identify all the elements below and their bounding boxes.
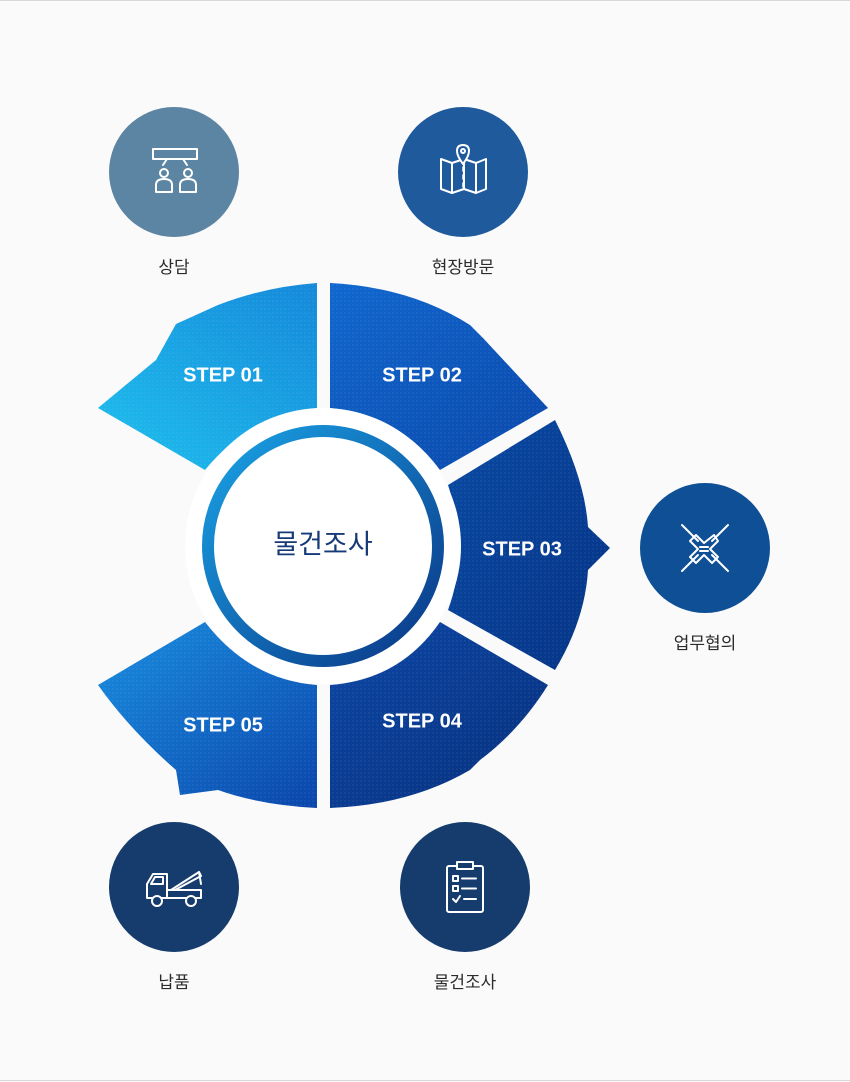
top-border [0,0,850,1]
step03-label: STEP 03 [482,538,562,560]
center-disc [185,408,461,684]
handshake-icon [681,524,729,572]
step01-label: STEP 01 [183,364,263,386]
step04-caption: 물건조사 [433,973,497,993]
checklist-icon [446,861,484,913]
step02-label: STEP 02 [382,364,462,386]
step02-caption: 현장방문 [431,258,495,278]
step05-node [109,822,239,952]
step03-node [640,483,770,613]
step04-node [400,822,530,952]
bottom-border [0,1080,850,1081]
step03-caption: 업무협의 [673,634,737,654]
map-pin-icon [440,144,487,194]
center-title: 물건조사 [273,530,373,561]
tow-truck-icon [146,871,202,907]
step04-label: STEP 04 [382,710,463,732]
step05-label: STEP 05 [183,714,263,736]
step05-caption: 납품 [158,973,190,993]
consultation-icon [152,148,198,193]
step01-node [109,107,239,237]
step01-caption: 상담 [158,258,190,278]
center-ring [202,425,444,667]
step02-node [398,107,528,237]
